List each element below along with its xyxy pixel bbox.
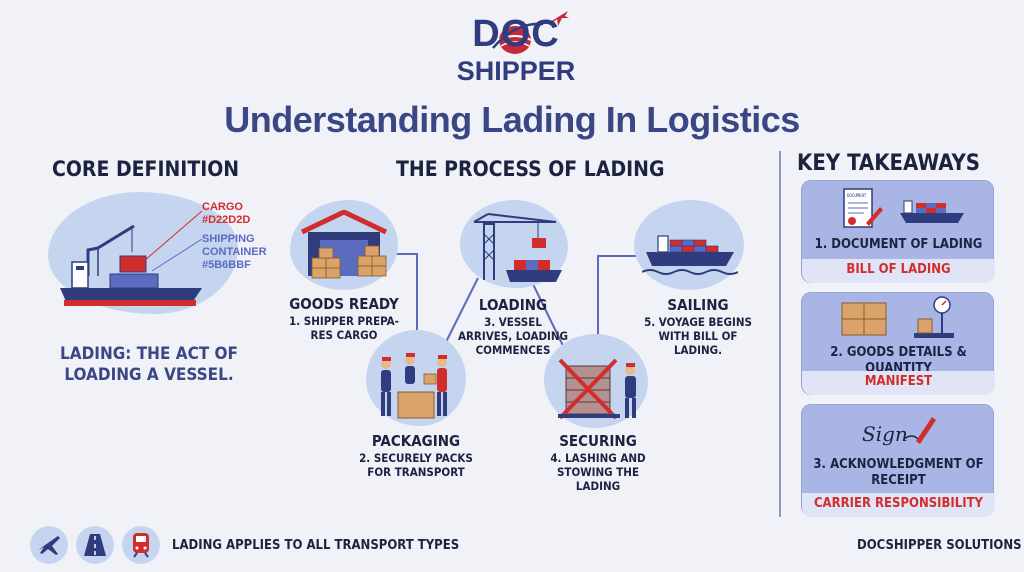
warehouse-icon xyxy=(300,210,388,279)
packaging-workers-icon xyxy=(381,353,447,419)
core-definition-line-1: LADING: THE ACT OF xyxy=(59,344,239,364)
takeaway-3-band: CARRIER RESPONSIBILITY xyxy=(802,493,995,517)
step-4-desc-line-1: 4. LASHING AND xyxy=(550,451,646,465)
cargo-label-line-2: #D22D2D xyxy=(202,214,251,226)
cargo-label: CARGO #D22D2D xyxy=(202,201,250,227)
train-icon xyxy=(122,526,160,564)
signature-text: Sign xyxy=(862,422,908,446)
section-divider xyxy=(779,151,781,517)
step-5-desc-line-2: WITH BILL OF xyxy=(658,329,738,343)
key-takeaways-heading: KEY TAKEAWAYS xyxy=(797,151,981,176)
document-icon: DOCUMENT xyxy=(843,188,883,228)
container-label-line-2: CONTAINER xyxy=(202,246,267,258)
takeaway-3-label-line-2: RECEIPT xyxy=(871,473,926,488)
boxes-icon xyxy=(841,302,887,336)
step-1-desc-line-2: RES CARGO xyxy=(310,328,378,342)
container-label: SHIPPING CONTAINER #5B6BBF xyxy=(202,233,267,272)
takeaway-card-1: DOCUMENT 1. DOCUMENT OF LADING BILL OF L… xyxy=(801,180,995,283)
page-title: Understanding Lading In Logistics xyxy=(224,99,800,140)
loading-crane-icon xyxy=(473,213,562,282)
signature-pen-icon: Sign xyxy=(862,417,936,446)
process-heading: THE PROCESS OF LADING xyxy=(396,157,665,181)
takeaway-1-band: BILL OF LADING xyxy=(802,259,995,283)
step-4-desc-line-2: STOWING THE xyxy=(556,465,640,479)
scale-icon xyxy=(914,296,954,338)
container-label-line-1: SHIPPING xyxy=(202,233,255,245)
step-5-desc-line-1: 5. VOYAGE BEGINS xyxy=(644,315,752,329)
step-4-desc-line-3: LADING xyxy=(575,479,621,493)
step-3-title: LOADING xyxy=(478,296,548,314)
footer-left-text: LADING APPLIES TO ALL TRANSPORT TYPES xyxy=(172,538,460,553)
road-icon xyxy=(76,526,114,564)
step-5-desc: 5. VOYAGE BEGINS WITH BILL OF LADING. xyxy=(640,315,756,357)
step-5-desc-line-3: LADING. xyxy=(673,343,723,357)
step-1-title: GOODS READY xyxy=(289,295,399,313)
step-3-desc: 3. VESSEL ARRIVES, LOADING COMMENCES xyxy=(452,315,574,357)
ship-icon xyxy=(900,200,964,223)
step-2-desc-line-2: FOR TRANSPORT xyxy=(367,465,465,479)
step-4-desc: 4. LASHING AND STOWING THE LADING xyxy=(537,451,659,493)
step-2-title: PACKAGING xyxy=(371,432,461,450)
logo-line-2: SHIPPER xyxy=(456,56,576,86)
takeaway-3-label: 3. ACKNOWLEDGMENT OF RECEIPT xyxy=(802,457,995,489)
step-3-desc-line-3: COMMENCES xyxy=(475,343,551,357)
document-icon-text: DOCUMENT xyxy=(847,193,867,198)
step-2-desc: 2. SECURELY PACKS FOR TRANSPORT xyxy=(355,451,477,479)
takeaway-card-3: Sign 3. ACKNOWLEDGMENT OF RECEIPT CARRIE… xyxy=(801,404,995,517)
takeaway-card-2: 2. GOODS DETAILS & QUANTITY MANIFEST xyxy=(801,292,995,395)
cargo-label-line-1: CARGO xyxy=(202,201,243,213)
step-3-desc-line-1: 3. VESSEL xyxy=(484,315,542,329)
logo-line-1: DOC xyxy=(472,13,560,55)
logo-plane-icon xyxy=(550,11,569,26)
takeaway-1-label: 1. DOCUMENT OF LADING xyxy=(814,237,983,252)
airplane-icon xyxy=(30,526,68,564)
core-definition-heading: CORE DEFINITION xyxy=(52,157,240,181)
cargo-ship-crane-icon xyxy=(60,224,202,306)
core-definition-text: LADING: THE ACT OF LOADING A VESSEL. xyxy=(40,344,258,386)
footer-right-text: DOCSHIPPER SOLUTIONS xyxy=(857,538,1022,553)
step-5-title: SAILING xyxy=(667,296,729,314)
process-connector-lines xyxy=(390,253,640,357)
callout-lines xyxy=(143,210,203,272)
takeaway-2-band: MANIFEST xyxy=(802,371,995,395)
step-4-title: SECURING xyxy=(559,432,637,450)
step-1-desc-line-1: 1. SHIPPER PREPA- xyxy=(289,314,399,328)
container-label-line-3: #5B6BBF xyxy=(202,259,251,271)
takeaway-3-label-line-1: 3. ACKNOWLEDGMENT OF xyxy=(813,457,984,472)
core-definition-line-2: LOADING A VESSEL. xyxy=(64,365,234,385)
logo-globe-icon xyxy=(492,22,544,54)
step-3-desc-line-2: ARRIVES, LOADING xyxy=(457,329,569,343)
securing-cargo-icon xyxy=(558,358,636,420)
step-1-desc: 1. SHIPPER PREPA- RES CARGO xyxy=(283,314,405,342)
logo xyxy=(440,8,590,98)
sailing-ship-icon xyxy=(642,235,738,275)
step-2-desc-line-1: 2. SECURELY PACKS xyxy=(359,451,473,465)
